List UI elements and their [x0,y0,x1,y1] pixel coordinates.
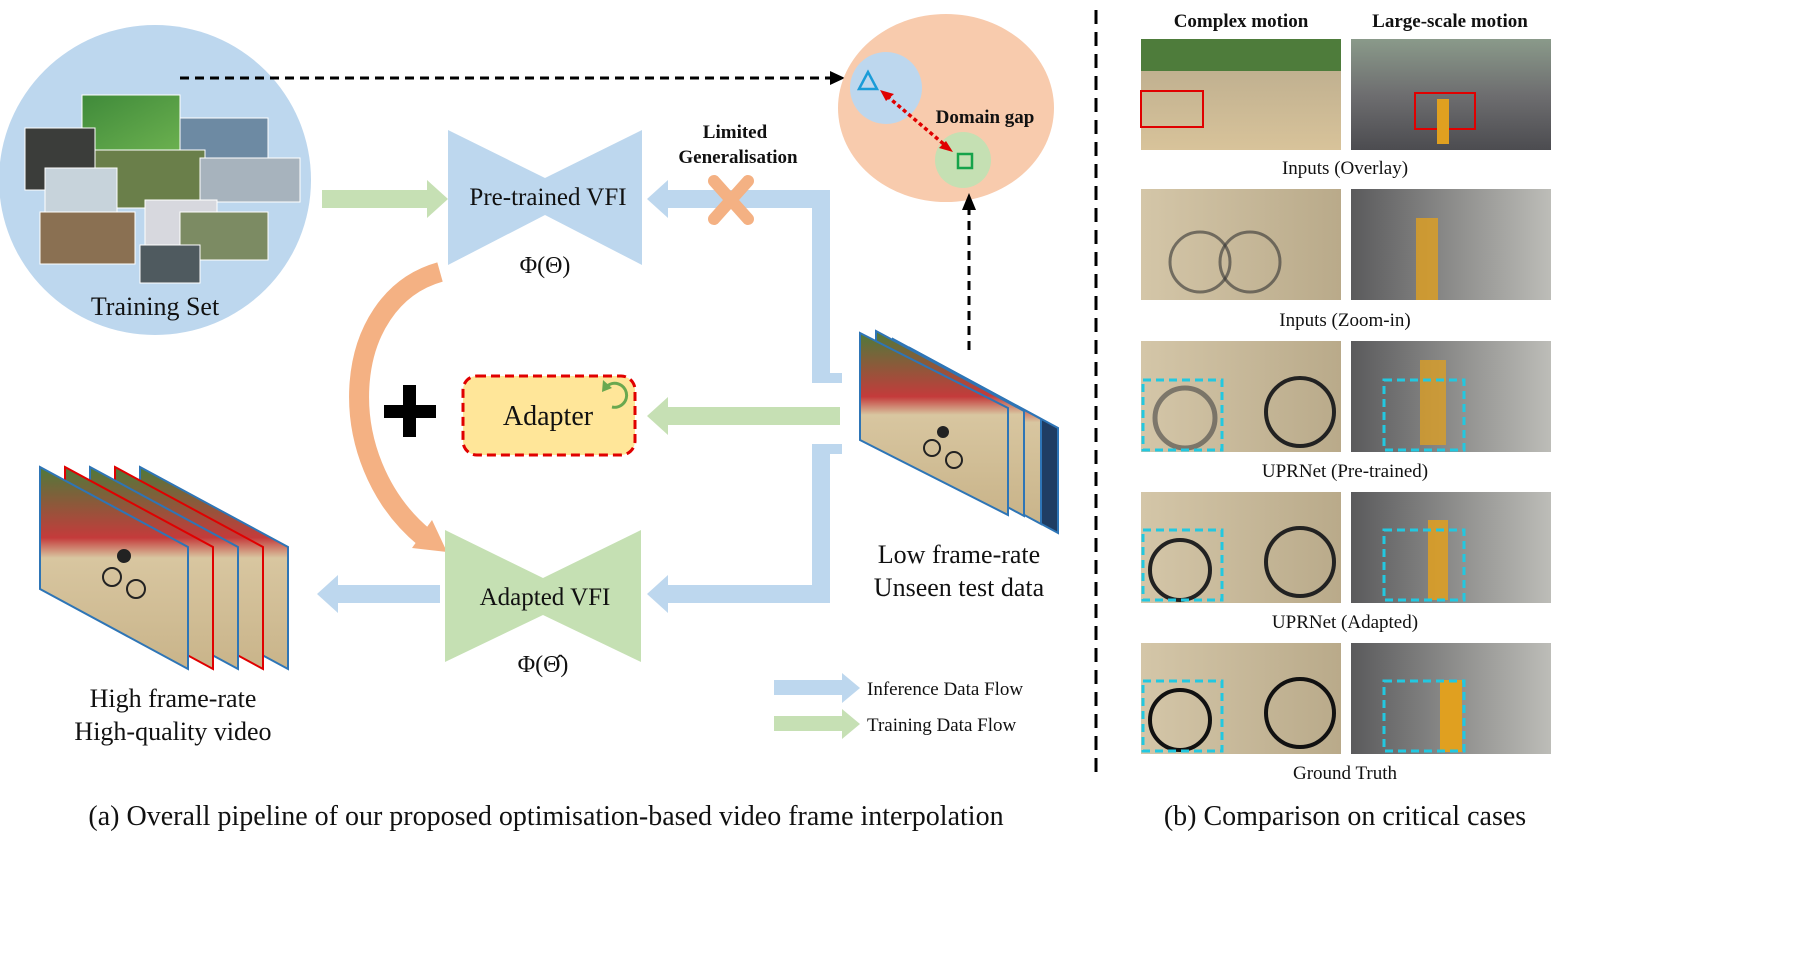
limited-label-line1: Limited [703,122,768,143]
training-flow-arrow-2 [647,397,840,435]
plus-icon [384,385,436,437]
row-label-1: Inputs (Overlay) [1282,158,1408,179]
low-fr-line1: Low frame-rate [878,540,1040,569]
img-large-overlay [1351,39,1551,150]
gap-arrow-line [885,94,948,148]
pretrained-vfi-block: Pre-trained VFI [448,130,642,265]
pretrained-vfi-label: Pre-trained VFI [469,184,626,211]
dashed-arrow-top-head [830,71,845,85]
high-fr-line1: High frame-rate [90,684,257,713]
zoom-box [1382,528,1466,602]
curve-arrow-body [349,262,444,546]
adapted-vfi-block: Adapted VFI [445,530,641,662]
pretrained-symbol: Φ(Θ) [520,253,571,279]
img-large-pretrained [1351,341,1551,452]
high-fr-line2: High-quality video [74,717,271,746]
img-large-adapted [1351,492,1551,603]
target-domain-circle [935,132,991,188]
inference-flow-output [317,575,440,613]
legend-inference-swatch [774,680,842,695]
refresh-icon [606,381,629,409]
inference-flow-to-pretrained [647,180,842,383]
gap-arrow-head-b [939,141,953,152]
row-label-3: UPRNet (Pre-trained) [1262,461,1428,482]
img-complex-gt [1141,643,1341,754]
legend-inference-label: Inference Data Flow [867,679,1023,700]
square-marker-icon [956,152,974,170]
training-thumbnails [24,94,301,284]
img-complex-pretrained [1141,341,1341,452]
zoom-box [1382,378,1466,452]
row-inputs-overlay [1140,39,1551,150]
refresh-icon-head [602,380,612,392]
adapted-symbol: Φ(Θ̂) [518,652,569,678]
training-set-label: Training Set [91,292,220,321]
row-uprnet-pretrained [1141,341,1551,452]
gap-arrow-head-a [880,90,894,101]
col-header-complex: Complex motion [1174,11,1309,32]
row-label-5: Ground Truth [1293,763,1397,784]
training-set-group: Training Set [0,25,311,335]
low-fr-line2: Unseen test data [874,573,1045,602]
dashed-arrow-vertical-head [962,193,976,210]
domain-gap-group: Domain gap [838,14,1054,202]
img-large-zoom [1351,189,1551,300]
row-label-2: Inputs (Zoom-in) [1279,310,1410,331]
row-uprnet-adapted [1141,492,1551,603]
test-frame-stack [859,329,1059,535]
caption-b: (b) Comparison on critical cases [1164,801,1526,832]
col-header-large: Large-scale motion [1372,11,1528,32]
adapted-vfi-label: Adapted VFI [480,584,611,611]
legend-training-swatch [774,716,842,731]
roi-box [1140,90,1204,128]
legend-training-label: Training Data Flow [867,715,1016,736]
limited-label-line2: Generalisation [678,147,798,168]
adapter-block: Adapter [461,374,637,457]
img-complex-zoom [1141,189,1341,300]
training-flow-arrow-1 [322,180,448,218]
caption-a: (a) Overall pipeline of our proposed opt… [88,801,1003,832]
row-label-4: UPRNet (Adapted) [1272,612,1418,633]
img-complex-adapted [1141,492,1341,603]
zoom-box [1141,528,1224,602]
zoom-box [1141,378,1224,452]
block-cross-icon [708,175,754,225]
curve-arrow-head [412,520,447,552]
triangle-marker-icon [856,69,880,91]
inference-flow-to-adapted [647,444,842,613]
row-inputs-zoom [1141,189,1551,300]
domain-gap-label: Domain gap [936,107,1035,128]
adapter-label: Adapter [503,401,594,432]
output-frame-stack [39,465,289,671]
zoom-box [1382,679,1466,753]
row-ground-truth [1141,643,1551,754]
legend: Inference Data Flow Training Data Flow [774,673,1023,739]
zoom-box [1141,679,1224,753]
